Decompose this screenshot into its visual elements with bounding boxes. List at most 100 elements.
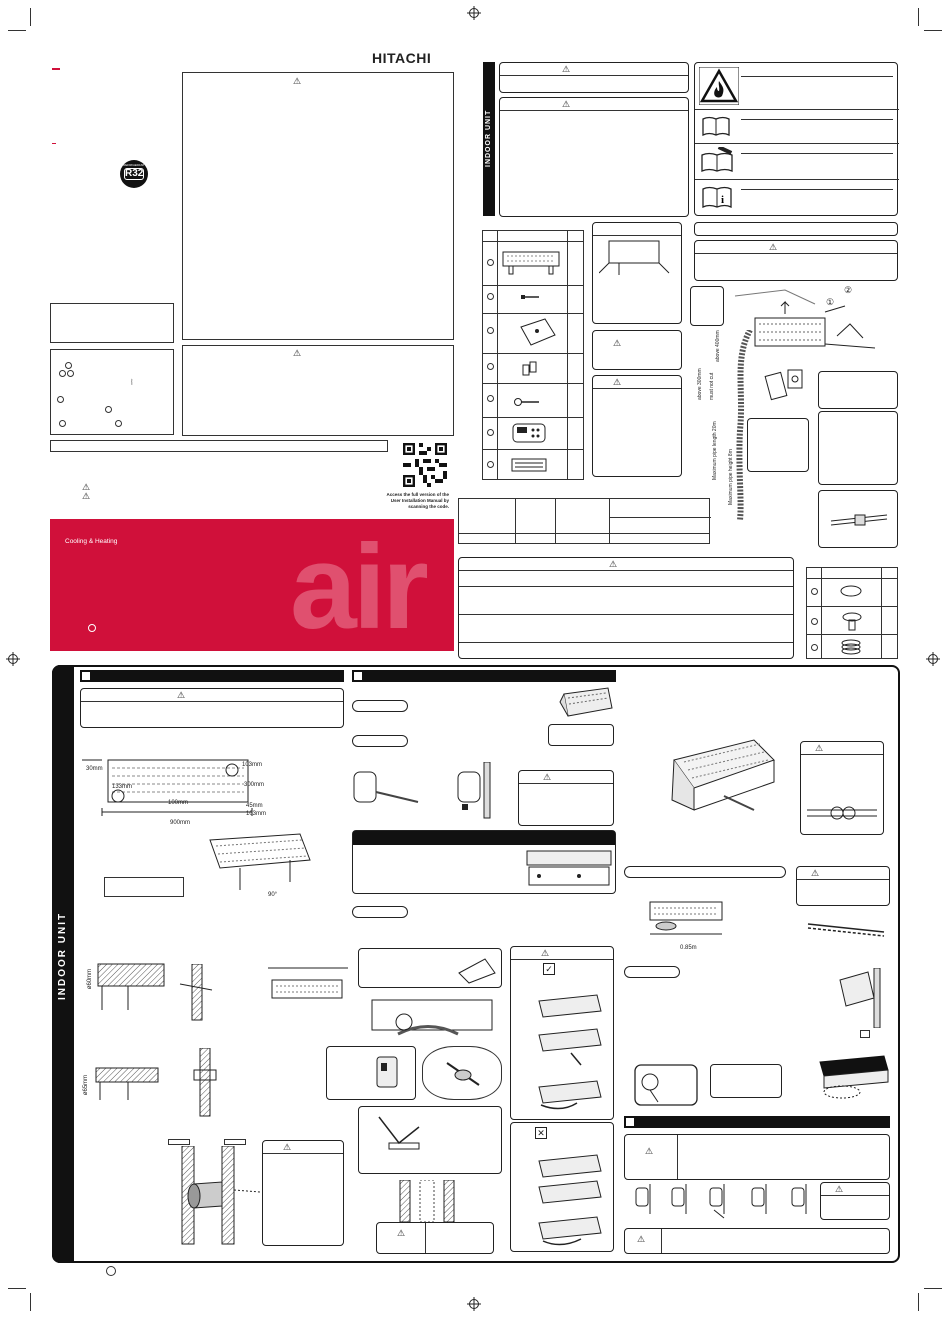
crop-mark (924, 30, 942, 31)
callout-one: ① (826, 297, 835, 307)
wall-hole-drawing-a (97, 963, 165, 1010)
warning-triangle-icon: ⚠ (82, 491, 91, 501)
info-box (50, 303, 174, 343)
unit-side-hang-drawing (839, 968, 881, 1028)
notice-bar (50, 440, 388, 452)
step-pill (624, 966, 680, 978)
mounting-plate-dimension-drawing (82, 759, 253, 816)
indoor-unit-side-tab-large: INDOOR UNIT (52, 665, 74, 1263)
page-circle-mark (106, 1266, 116, 1276)
caution-box-medium: ⚠ (499, 97, 689, 217)
section2-caution-b: ⚠ (376, 1222, 494, 1254)
dim-hole-a: ø60mm (87, 968, 94, 990)
warning-triangle-icon: ⚠ (562, 64, 571, 74)
pipe-direction-drawing-a (353, 771, 419, 803)
section1-caution: ⚠ (80, 688, 344, 728)
pipe-insulation-drawing (830, 514, 888, 526)
drain-elbow-icon (842, 612, 862, 631)
crop-mark (924, 1288, 942, 1289)
closeup-circle-b (422, 1046, 502, 1100)
crop-mark (30, 8, 31, 26)
electrical-wiring-panel (352, 830, 616, 894)
installation-sketch-box (592, 222, 682, 324)
caution-box-tall: ⚠ (592, 375, 682, 477)
drain-hose-drawing (736, 330, 753, 520)
correct-method-panel: ⚠ ✓ (510, 946, 614, 1120)
remote-holder-icon (520, 318, 556, 346)
cross-icon: ✕ (535, 1127, 547, 1139)
dim-pipe-span: 0.85m (680, 945, 697, 951)
dim-width: 900mm (170, 820, 191, 826)
section3-caution-a: ⚠ (800, 741, 884, 835)
section3-note-box (710, 1064, 782, 1098)
warning-triangle-icon: ⚠ (769, 242, 778, 252)
tapping-screw-icon (514, 398, 539, 406)
parts-list-table (482, 230, 584, 480)
crop-mark (30, 1293, 31, 1311)
section2-hint-box (358, 948, 502, 988)
closeup-box-a (326, 1046, 416, 1100)
warning-triangle-icon: ⚠ (645, 1146, 654, 1156)
registration-mark-icon (467, 1297, 481, 1311)
dim-right-bottom: 103mm (246, 811, 267, 817)
plate-perspective-drawing (209, 833, 311, 890)
warning-triangle-icon: ⚠ (637, 1234, 646, 1244)
wall-sleeve-drawing (181, 1146, 261, 1245)
filter-icon (511, 458, 547, 472)
note-box (104, 877, 184, 897)
washer-stack-icon (841, 639, 861, 655)
closeup-drawing-a (376, 1056, 398, 1088)
step-pill (352, 906, 408, 918)
unit-rear-drawing (371, 999, 493, 1036)
dim-side-left: 133mm (112, 784, 133, 790)
pipe-label-above2: above 400mm (715, 330, 721, 362)
warning-triangle-icon: ⚠ (293, 76, 302, 86)
qr-caption: Access the full version of the User Inst… (366, 492, 449, 510)
information-manual-icon: i (702, 186, 732, 209)
warning-triangle-icon: ⚠ (397, 1228, 406, 1238)
detail-box-a (818, 371, 898, 409)
caution-box-small: ⚠ (499, 62, 689, 93)
registration-mark-icon (926, 652, 940, 666)
svg-text:i: i (721, 194, 724, 206)
detail-box-d (818, 490, 898, 548)
red-dash (52, 68, 60, 70)
warning-triangle-icon: ⚠ (613, 377, 622, 387)
wall-bracket-detail (764, 369, 803, 401)
badge-main-text: R32 (124, 168, 144, 180)
correct-method-drawings (538, 994, 602, 1110)
installation-steps-strip (635, 1184, 807, 1219)
cover-watermark: air (290, 520, 429, 651)
closeup-drawing-b (446, 1062, 480, 1086)
warning-triangle-icon: ⚠ (811, 868, 820, 878)
dim-hole-b: ø65mm (83, 1074, 90, 1096)
crop-mark (918, 1293, 919, 1311)
section-header-1 (80, 670, 344, 682)
wall-section-drawing-b (193, 1048, 217, 1117)
section4-caution: ⚠ (624, 1134, 890, 1180)
drain-hose-detail-drawing (378, 1116, 420, 1150)
dim-bottom-mid: 100mm (168, 800, 189, 806)
brand-logo: HITACHI (372, 50, 432, 66)
warning-box: ⚠ (182, 345, 454, 436)
diagram-label-box (690, 286, 724, 326)
indoor-unit-front-icon (559, 687, 613, 717)
small-label-box (224, 1139, 246, 1145)
cover-panel: Cooling & Heating air (50, 519, 454, 651)
flammable-warning-icon (699, 67, 739, 105)
step-pill-wide (624, 866, 786, 878)
crop-mark (8, 1288, 26, 1289)
pipe-tape-drawing (807, 806, 877, 820)
section2-note-box (548, 724, 614, 746)
pipe-label-must-not: must not cut (709, 372, 715, 400)
dim-top-gap: 30mm (86, 766, 103, 772)
key-icon: ⦚ (131, 378, 133, 387)
step-pill (352, 735, 408, 747)
screw-icon (521, 295, 539, 299)
warning-triangle-icon: ⚠ (609, 559, 618, 569)
section-header-2 (352, 670, 616, 682)
section2-caution-a: ⚠ (518, 770, 614, 826)
drain-detail-box (358, 1106, 502, 1174)
small-label-box (860, 1030, 870, 1038)
check-icon: ✓ (543, 963, 555, 975)
